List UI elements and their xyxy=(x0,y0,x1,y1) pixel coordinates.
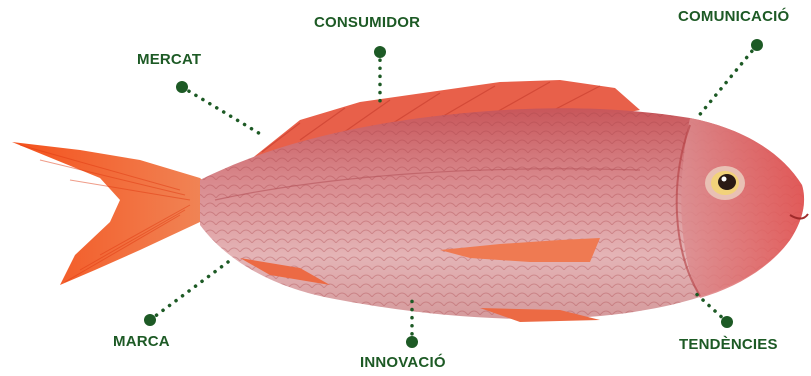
callout-marca-connector xyxy=(144,262,228,326)
fish-eye xyxy=(705,166,745,200)
fish-image xyxy=(12,80,808,322)
tail-fin xyxy=(12,142,225,285)
mercat-dot xyxy=(176,81,188,93)
innovacio-dot xyxy=(406,336,418,348)
label-consumidor: CONSUMIDOR xyxy=(314,14,420,31)
tendencies-dot xyxy=(721,316,733,328)
callout-comunicacio-connector xyxy=(697,39,763,118)
label-comunicacio: COMUNICACIÓ xyxy=(678,8,789,25)
consumidor-dot xyxy=(374,46,386,58)
callout-consumidor-connector xyxy=(374,46,386,106)
callout-tendencies-connector xyxy=(692,290,733,328)
label-marca: MARCA xyxy=(113,333,170,350)
marca-dot xyxy=(144,314,156,326)
label-tendencies: TENDÈNCIES xyxy=(679,336,778,353)
label-innovacio: INNOVACIÓ xyxy=(360,354,446,371)
comunicacio-dot xyxy=(751,39,763,51)
fish-head xyxy=(681,118,804,298)
label-mercat: MERCAT xyxy=(137,51,201,68)
callout-mercat-connector xyxy=(176,81,262,135)
